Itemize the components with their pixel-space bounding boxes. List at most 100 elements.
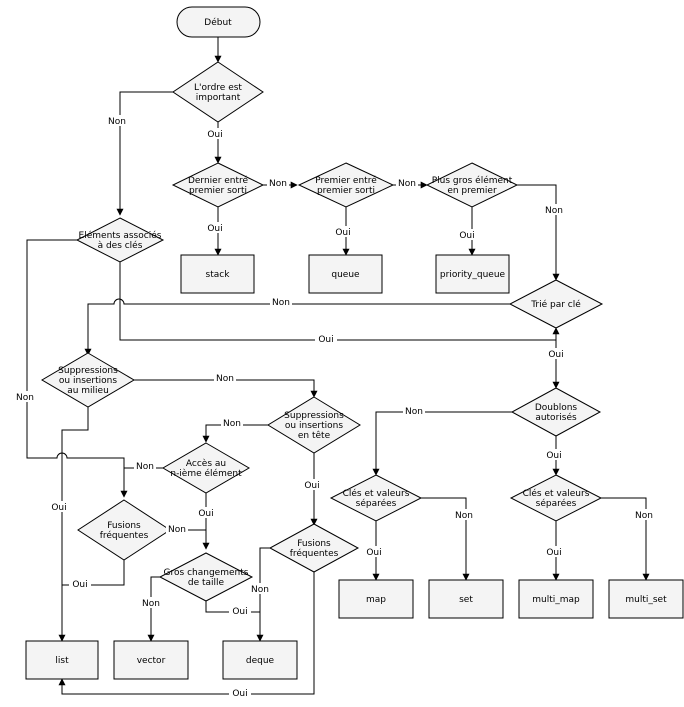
result-vector-label: vector [137,656,166,666]
svg-text:Oui: Oui [207,224,222,234]
decision-suptete-line-1: Suppressions [284,411,344,421]
decision-premier-line-1: Premier entré [315,175,377,186]
edge-label-non: Non [267,177,289,189]
decision-doublons-line-1: Doublons [535,403,578,413]
result-priority-queue-label: priority_queue [440,270,506,280]
result-queue-label: queue [331,270,360,280]
decision-gros-line-2: en premier [447,186,497,196]
decision-gros-line-1: Plus gros élément [432,175,513,186]
decision-suptete-line-3: en tête [298,430,331,441]
decision-cles2-line-2: séparées [536,498,577,509]
svg-text:Oui: Oui [198,509,213,519]
start-node: Début [176,6,261,38]
svg-text:Oui: Oui [546,548,561,558]
edge-label-non: Non [140,597,162,609]
decision-grosch-line-2: de taille [188,578,225,588]
decision-premier-line-2: premier sorti [317,186,375,196]
result-list: list [25,640,99,680]
decision-cles1-line-1: Clés et valeurs [343,488,410,499]
decision-cles2-line-1: Clés et valeurs [523,488,590,499]
decision-fusions1-line-1: Fusions [107,521,141,531]
result-stack: stack [180,254,255,294]
svg-text:Oui: Oui [318,335,333,345]
decision-assoc-line-1: Eléments associés [79,230,162,241]
svg-text:Oui: Oui [232,607,247,617]
result-priority-queue: priority_queue [435,254,510,294]
edge-label-oui: Oui [543,449,565,461]
result-list-label: list [55,656,69,666]
start-label: Début [204,17,232,28]
svg-text:Oui: Oui [459,231,474,241]
decision-ordre-line-1: L'ordre est [194,83,242,93]
decision-doublons-line-2: autorisés [535,412,577,423]
svg-text:Oui: Oui [304,481,319,491]
edge-label-oui: Oui [315,333,337,345]
edge-label-oui: Oui [204,222,226,234]
result-map-label: map [366,595,386,605]
decision-suptete-line-2: ou insertions [285,421,343,431]
result-map: map [338,579,414,619]
svg-text:Oui: Oui [548,350,563,360]
svg-text:Non: Non [635,511,653,521]
svg-text:Non: Non [168,525,186,535]
svg-text:Non: Non [545,206,563,216]
result-multi-map: multi_map [518,579,594,619]
edge-label-oui: Oui [69,578,91,590]
edge-label-oui: Oui [545,348,567,360]
edge-label-non: Non [543,204,565,216]
decision-trie-line-1: Trié par clé [530,299,581,310]
edge-label-oui: Oui [48,501,70,513]
svg-text:Oui: Oui [546,451,561,461]
svg-text:Non: Non [269,179,287,189]
edge-label-non: Non [134,460,156,472]
svg-text:Non: Non [142,599,160,609]
decision-acces-line-2: n-ième élément [170,468,242,479]
decision-ordre-line-2: important [196,93,241,103]
edge-label-non: Non [249,583,271,595]
result-deque-label: deque [246,656,275,666]
edge-label-oui: Oui [229,605,251,617]
svg-text:Oui: Oui [51,503,66,513]
svg-text:Oui: Oui [232,689,247,699]
svg-text:Oui: Oui [207,130,222,140]
decision-supmil-line-2: ou insertions [59,376,117,386]
edge-label-non: Non [633,509,655,521]
edge-label-oui: Oui [229,687,251,699]
result-multi-set-label: multi_set [625,595,667,605]
edge-label-oui: Oui [456,229,478,241]
edge-label-non: Non [270,296,292,308]
svg-text:Oui: Oui [335,228,350,238]
result-set: set [428,579,504,619]
edge-label-non: Non [403,405,425,417]
decision-fusions1-line-2: fréquentes [100,530,149,541]
edge-label-non: Non [396,177,418,189]
svg-text:Non: Non [405,407,423,417]
edge-label-oui: Oui [301,479,323,491]
decision-grosch-line-1: Gros changements [164,568,249,578]
edge-label-non: Non [14,391,36,403]
svg-text:Non: Non [455,511,473,521]
decision-dernier-line-2: premier sorti [189,186,247,196]
edge-label-oui: Oui [195,507,217,519]
decision-assoc-line-2: à des clés [98,240,143,251]
svg-text:Non: Non [108,117,126,127]
result-set-label: set [459,595,473,605]
decision-fusions2-line-2: fréquentes [290,548,339,559]
edge-label-oui: Oui [543,546,565,558]
decision-supmil-line-1: Suppressions [58,366,118,376]
decision-acces: Accès aun-ième élément [162,442,250,494]
